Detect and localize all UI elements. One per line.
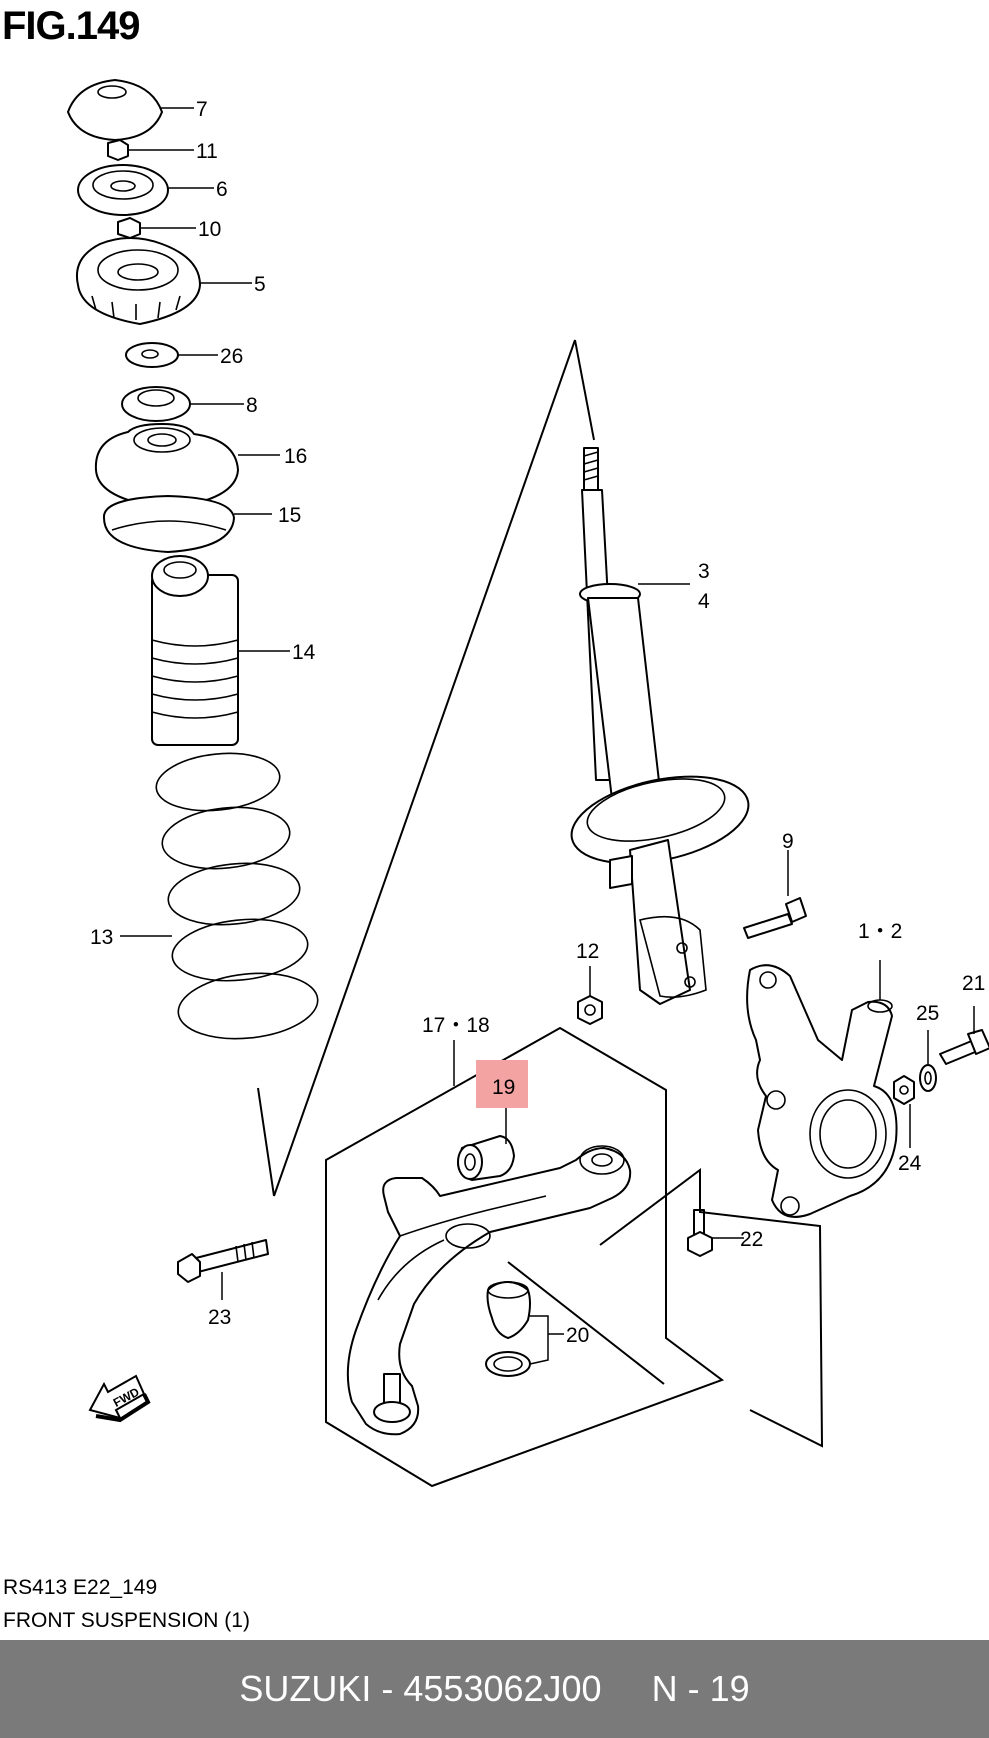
label-part-6[interactable]: 6 xyxy=(216,178,228,201)
part-17-18-lower-arm[interactable] xyxy=(346,1145,632,1436)
diagram-code: RS413 E22_149 xyxy=(3,1576,158,1599)
part-24-nut[interactable] xyxy=(893,1075,915,1105)
exploded-diagram: 7 11 6 10 5 26 8 16 15 14 13 3 4 9 12 1・… xyxy=(67,79,989,1488)
part-14-bump-stop-boot[interactable] xyxy=(151,555,239,746)
label-part-15[interactable]: 15 xyxy=(278,504,301,527)
label-part-23[interactable]: 23 xyxy=(208,1306,231,1329)
exploded-view-frames xyxy=(257,339,824,1488)
part-22-bolt[interactable] xyxy=(687,1209,713,1257)
part-21-bolt[interactable] xyxy=(939,1029,989,1065)
part-8-bump-seat[interactable] xyxy=(121,386,191,422)
label-part-11[interactable]: 11 xyxy=(196,140,218,163)
label-part-21[interactable]: 21 xyxy=(962,972,985,995)
ball-joint-stud xyxy=(373,1373,411,1423)
part-19-bushing[interactable] xyxy=(457,1135,515,1181)
leader-lines xyxy=(120,107,975,1365)
label-part-8[interactable]: 8 xyxy=(246,394,258,417)
label-part-26[interactable]: 26 xyxy=(220,345,243,368)
part-12-nut[interactable] xyxy=(577,995,603,1025)
part-23-bolt[interactable] xyxy=(177,1239,269,1283)
label-part-13[interactable]: 13 xyxy=(90,926,113,949)
label-part-17-18[interactable]: 17・18 xyxy=(422,1014,490,1037)
label-part-7[interactable]: 7 xyxy=(196,98,208,121)
figure-title: FIG.149 xyxy=(2,4,141,48)
label-part-19[interactable]: 19 xyxy=(492,1076,515,1099)
part-3-4-strut[interactable] xyxy=(564,447,757,1005)
part-9-bolt[interactable] xyxy=(743,897,807,939)
label-part-12[interactable]: 12 xyxy=(576,940,599,963)
diagram-name: FRONT SUSPENSION (1) xyxy=(3,1609,250,1632)
label-part-4[interactable]: 4 xyxy=(698,590,710,613)
part-25-washer[interactable] xyxy=(919,1064,937,1092)
part-labels: 7 11 6 10 5 26 8 16 15 14 13 3 4 9 12 1・… xyxy=(90,98,985,1347)
part-11-nut[interactable] xyxy=(107,139,129,161)
label-part-25[interactable]: 25 xyxy=(916,1002,939,1025)
label-part-10[interactable]: 10 xyxy=(198,218,221,241)
part-19-highlight xyxy=(476,1060,528,1108)
part-13-coil-spring[interactable] xyxy=(153,748,321,1045)
part-26-washer[interactable] xyxy=(125,342,179,368)
part-6-bearing-plate[interactable] xyxy=(77,164,169,216)
part-20-ball-joint-boot[interactable] xyxy=(485,1281,531,1377)
label-part-16[interactable]: 16 xyxy=(284,445,307,468)
fwd-arrow-icon: FWD xyxy=(88,1374,151,1423)
footer-page: N - 19 xyxy=(651,1668,750,1709)
label-part-22[interactable]: 22 xyxy=(740,1228,763,1251)
part-10-nut[interactable] xyxy=(117,217,141,239)
label-part-3[interactable]: 3 xyxy=(698,560,710,583)
label-part-9[interactable]: 9 xyxy=(782,830,794,853)
label-part-20[interactable]: 20 xyxy=(566,1324,589,1347)
part-1-2-knuckle[interactable] xyxy=(746,964,898,1218)
label-part-14[interactable]: 14 xyxy=(292,641,316,664)
part-5-strut-mount[interactable] xyxy=(76,237,201,325)
label-part-1-2[interactable]: 1・2 xyxy=(858,920,902,943)
label-part-5[interactable]: 5 xyxy=(254,273,266,296)
footer-bar: SUZUKI - 4553062J00 N - 19 xyxy=(0,1640,989,1738)
footer-part-number: SUZUKI - 4553062J00 xyxy=(239,1668,602,1709)
label-part-24[interactable]: 24 xyxy=(898,1152,922,1175)
part-7-cap[interactable] xyxy=(67,79,163,141)
part-15-insulator[interactable] xyxy=(103,495,235,553)
